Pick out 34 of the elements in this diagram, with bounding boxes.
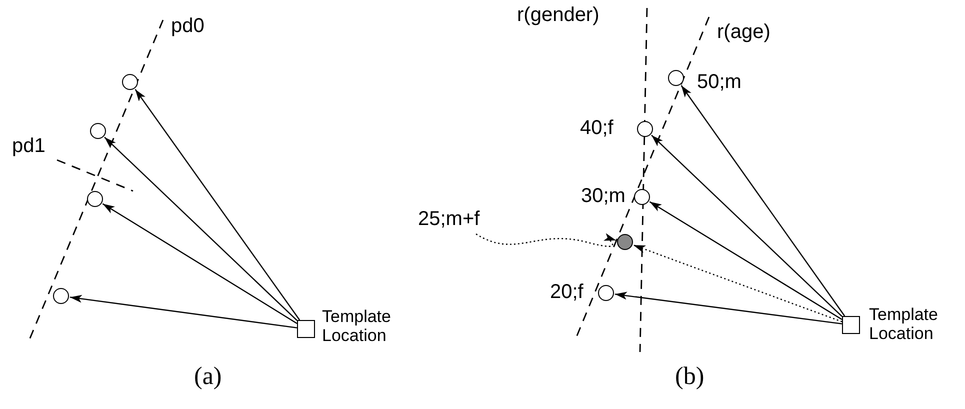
panel-caption: (b) — [675, 363, 704, 390]
arrow — [102, 203, 298, 324]
axis-label: pd1 — [12, 135, 46, 157]
value-label: 30;m — [581, 185, 626, 207]
arrow — [633, 244, 842, 322]
value-label: 40;f — [580, 117, 614, 139]
template-square — [297, 320, 315, 338]
arrow — [651, 134, 842, 317]
location-label: Template Location — [869, 306, 939, 344]
arrow — [680, 85, 846, 316]
point-circle — [87, 191, 103, 207]
axis-label: pd0 — [171, 15, 204, 37]
point-circle — [637, 121, 653, 137]
arrow — [476, 233, 616, 247]
arrow — [134, 88, 300, 320]
point-circle — [668, 70, 684, 86]
location-label: Template Location — [322, 308, 392, 346]
arrow — [649, 201, 842, 320]
point-circle — [598, 285, 614, 301]
arrow — [104, 136, 298, 321]
point-circle — [122, 74, 138, 90]
value-label: 25;m+f — [418, 208, 480, 230]
point-circle — [53, 288, 69, 304]
template-square — [842, 316, 860, 334]
point-circle — [634, 189, 650, 205]
arrow — [614, 292, 842, 324]
axis-label: r(age) — [717, 21, 770, 43]
point-circle — [90, 123, 106, 139]
value-label: 50;m — [697, 71, 742, 93]
value-label: 20;f — [550, 281, 584, 303]
arrow — [70, 294, 298, 328]
estimated-point-circle — [617, 234, 633, 250]
panel-caption: (a) — [194, 363, 222, 390]
axis-label: r(gender) — [517, 4, 600, 26]
